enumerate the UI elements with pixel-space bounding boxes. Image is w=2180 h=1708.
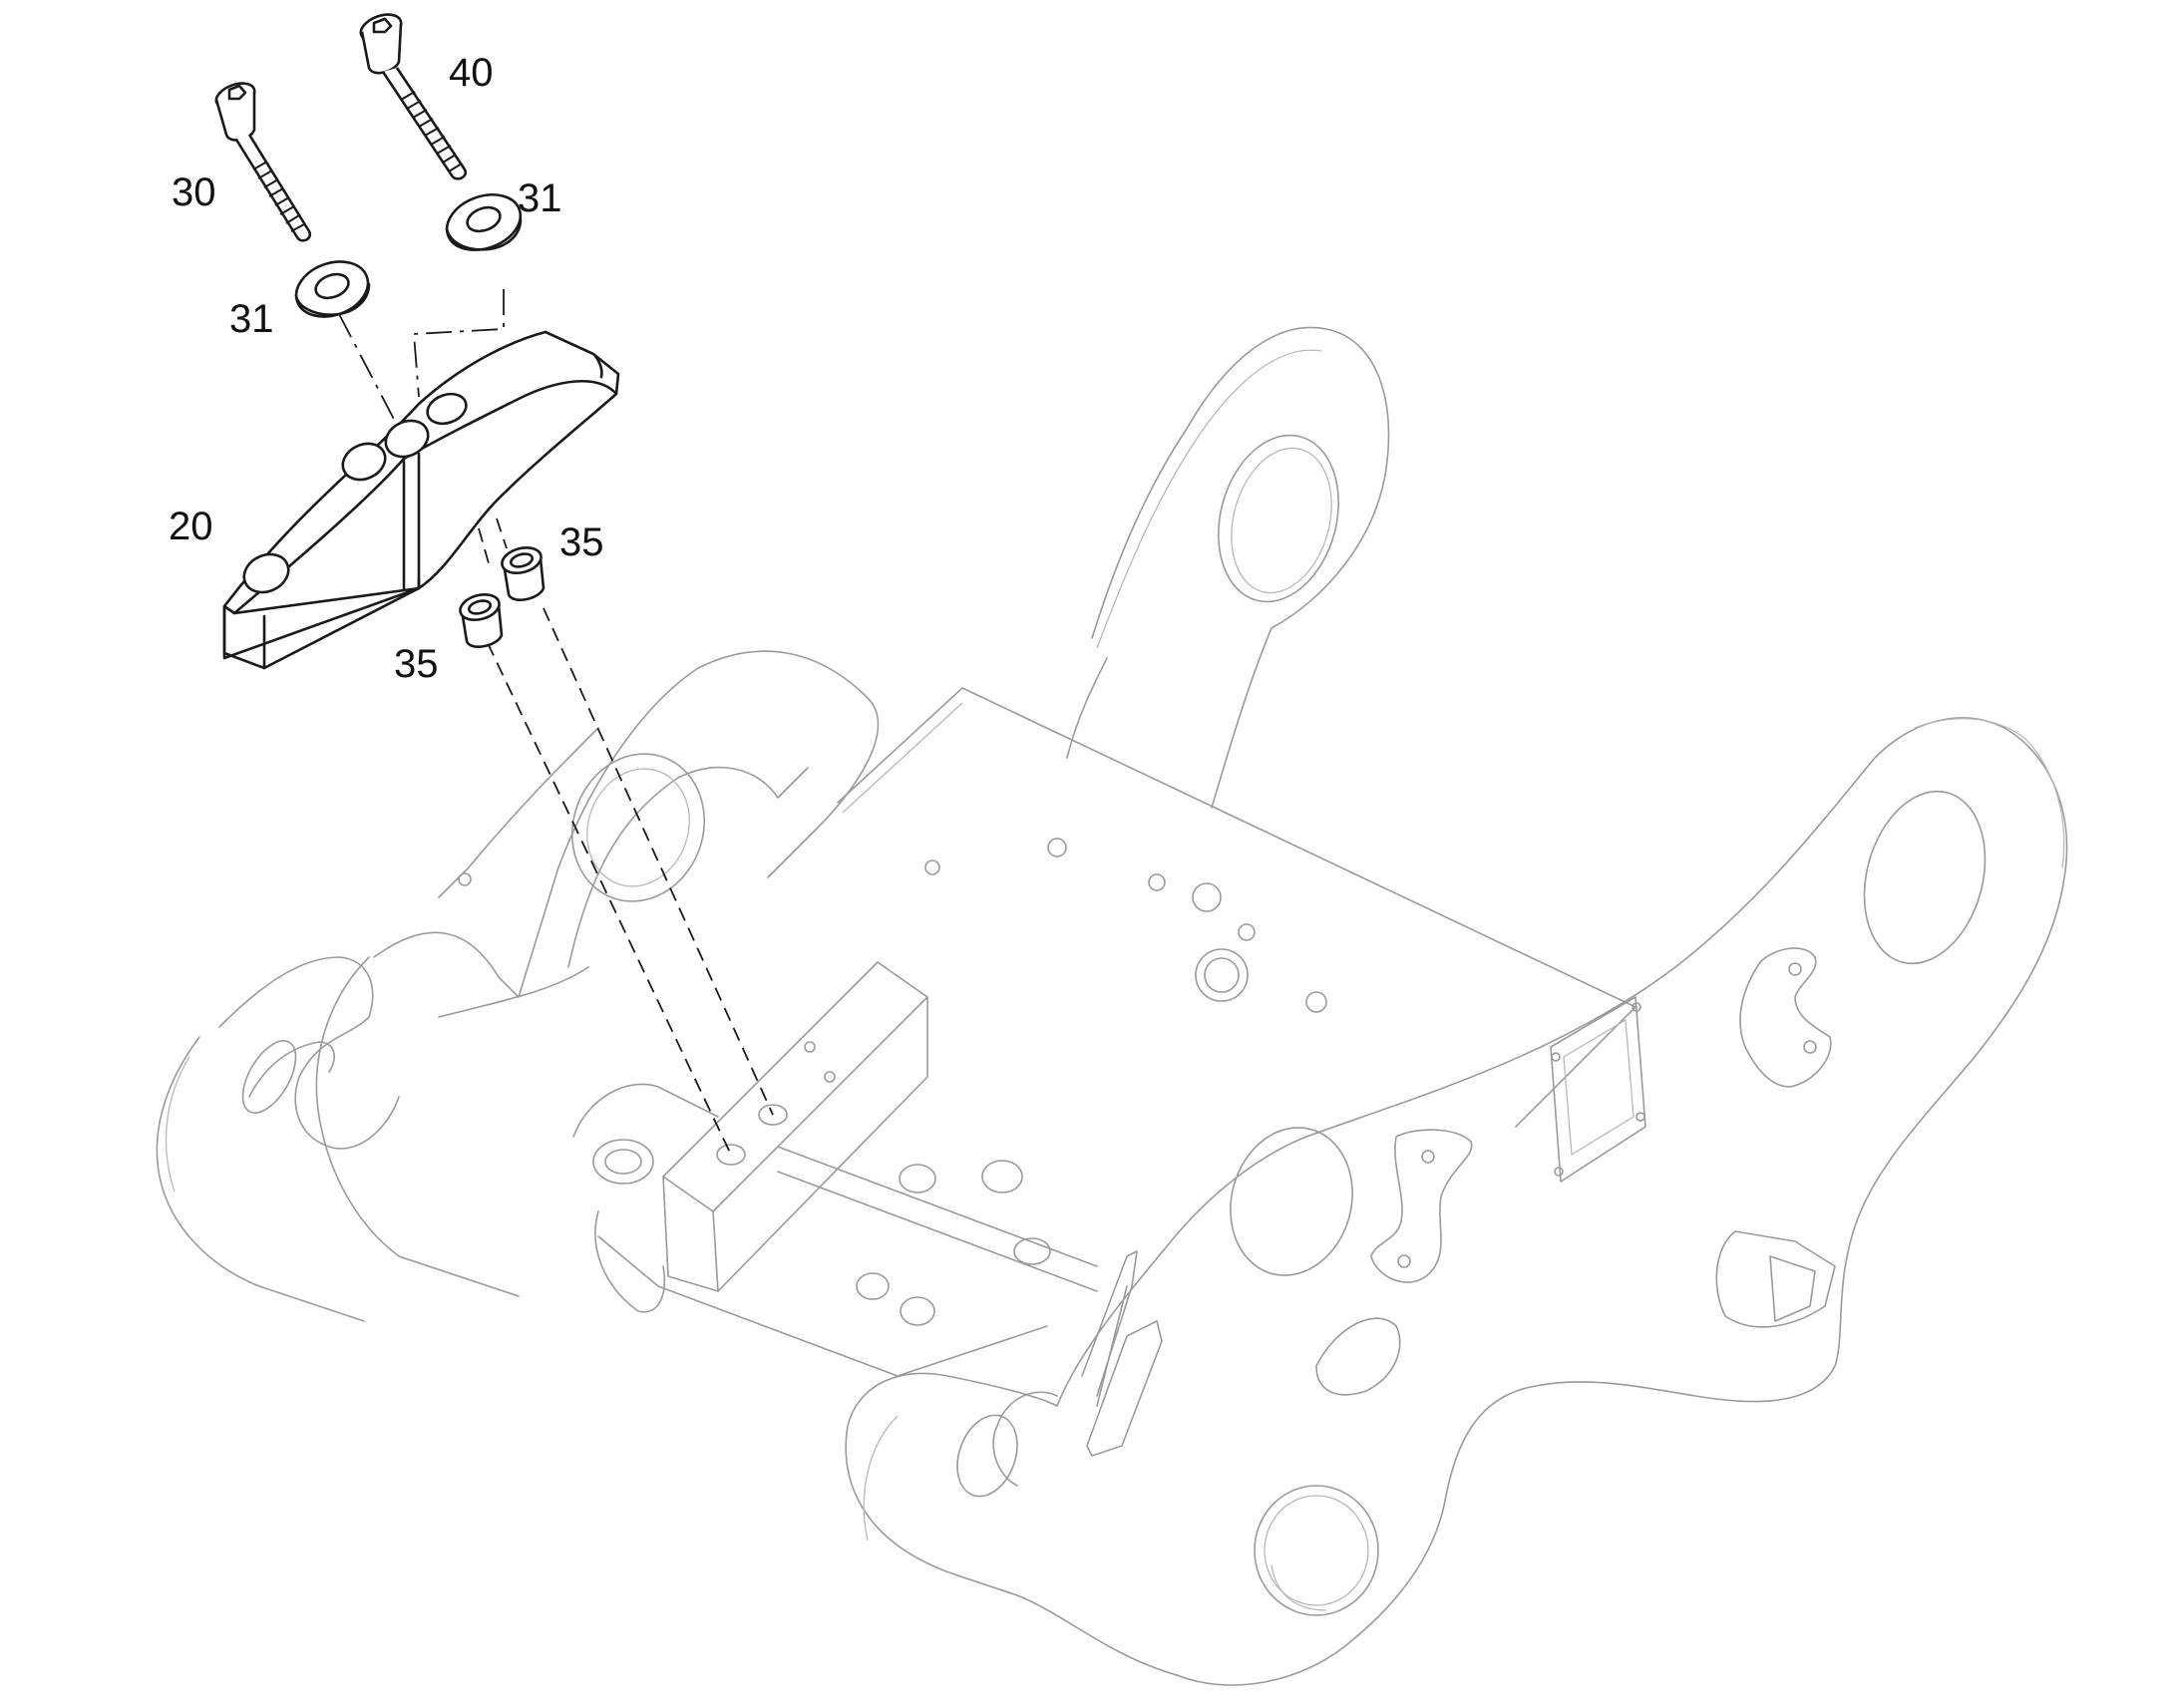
hole-rear — [426, 392, 468, 426]
bushing-upper — [501, 546, 545, 601]
callout-40: 40 — [449, 51, 494, 95]
callout-20: 20 — [169, 505, 213, 548]
callout-35-lower: 35 — [394, 642, 439, 686]
axis-line-bushing-lower — [468, 602, 732, 1156]
axis-line-screw-30 — [338, 313, 400, 430]
callout-31-right: 31 — [518, 176, 562, 220]
wedge-block — [222, 330, 620, 670]
axis-line-bushing-upper-top — [496, 517, 508, 549]
bushing-lower — [459, 593, 504, 648]
callout-31-left: 31 — [229, 297, 274, 341]
hole-front — [242, 552, 290, 594]
washer-right — [445, 193, 523, 251]
coupler-frame — [156, 326, 2068, 1686]
callout-30: 30 — [172, 171, 216, 214]
screw-long — [359, 13, 468, 180]
callout-35-upper: 35 — [559, 520, 604, 564]
washer-left — [294, 260, 371, 318]
callouts: 40 30 31 31 20 35 35 — [169, 51, 604, 686]
axis-line-bushing-upper — [543, 607, 774, 1116]
hole-side — [341, 442, 387, 482]
axis-line-screw-40 — [413, 289, 505, 398]
screw-short — [214, 82, 312, 242]
assembly-lines — [338, 289, 774, 1156]
hole-mid — [384, 419, 430, 459]
axis-line-bushing-lower-top — [478, 527, 490, 564]
